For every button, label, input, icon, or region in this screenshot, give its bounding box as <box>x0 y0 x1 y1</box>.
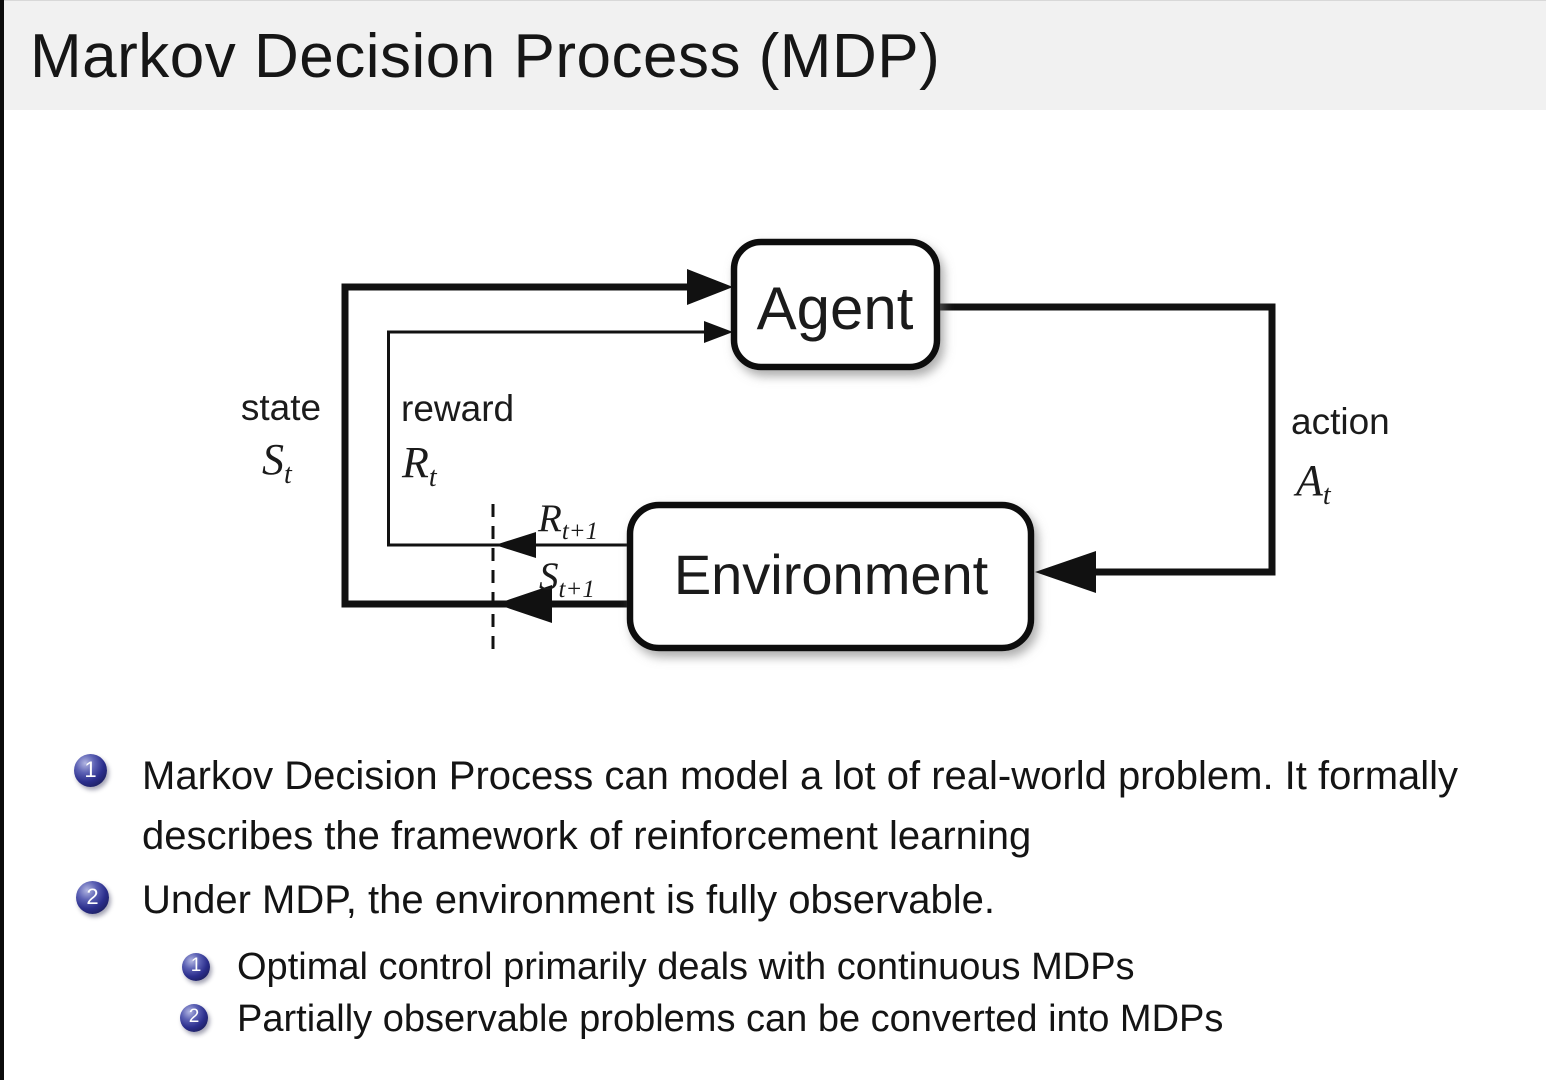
reward-into-agent-arrowhead <box>704 321 733 343</box>
action-into-environment-arrowhead <box>1035 551 1096 593</box>
action-label: action <box>1291 401 1390 442</box>
ball-number: 2 <box>188 1006 200 1027</box>
state-symbol-base: S <box>262 435 284 484</box>
reward-symbol-base: R <box>401 438 429 487</box>
action-flow-line <box>935 303 1276 576</box>
reward-symbol-sub: t <box>429 462 438 493</box>
next-reward-symbol: Rt+1 <box>537 497 598 545</box>
state-into-agent-arrowhead <box>687 269 733 305</box>
next-state-symbol: St+1 <box>539 555 595 603</box>
sub-enumerate-ball-1: 1 <box>182 953 210 981</box>
ball-number: 2 <box>86 883 99 909</box>
environment-box <box>626 501 1035 652</box>
next-reward-arrowhead <box>495 532 536 558</box>
agent-label: Agent <box>757 275 914 342</box>
reward-label: reward <box>401 388 514 429</box>
bullet-text-1: Markov Decision Process can model a lot … <box>142 754 1459 858</box>
state-symbol-sub: t <box>284 459 293 490</box>
next-state-arrowhead <box>496 585 552 623</box>
ball-number: 1 <box>84 756 97 782</box>
enumerate-ball-2: 2 <box>76 881 109 914</box>
enumerate-ball-1: 1 <box>74 754 107 787</box>
bullet-text-2: Under MDP, the environment is fully obse… <box>142 878 996 922</box>
slide-title: Markov Decision Process (MDP) <box>30 21 941 91</box>
next-reward-symbol-sub: t+1 <box>562 518 598 545</box>
state-symbol: St <box>262 435 293 490</box>
next-state-symbol-sub: t+1 <box>559 576 595 603</box>
sub-bullet-text-1: Optimal control primarily deals with con… <box>237 946 1135 988</box>
reward-symbol: Rt <box>401 438 438 493</box>
next-reward-symbol-base: R <box>537 497 562 540</box>
action-symbol-base: A <box>1293 456 1324 505</box>
next-state-symbol-base: S <box>539 555 559 598</box>
environment-label: Environment <box>674 543 989 606</box>
sub-bullet-text-2: Partially observable problems can be con… <box>237 998 1224 1040</box>
state-flow-line <box>341 283 696 608</box>
agent-box <box>730 238 941 371</box>
state-label: state <box>241 387 321 428</box>
mdp-diagram: Agent Environment state St reward Rt act… <box>241 238 1390 652</box>
title-bar: Markov Decision Process (MDP) <box>4 0 1546 110</box>
sub-enumerate-ball-2: 2 <box>180 1004 208 1032</box>
ball-number: 1 <box>190 955 202 976</box>
action-symbol-sub: t <box>1323 480 1332 511</box>
action-symbol: At <box>1293 456 1332 511</box>
